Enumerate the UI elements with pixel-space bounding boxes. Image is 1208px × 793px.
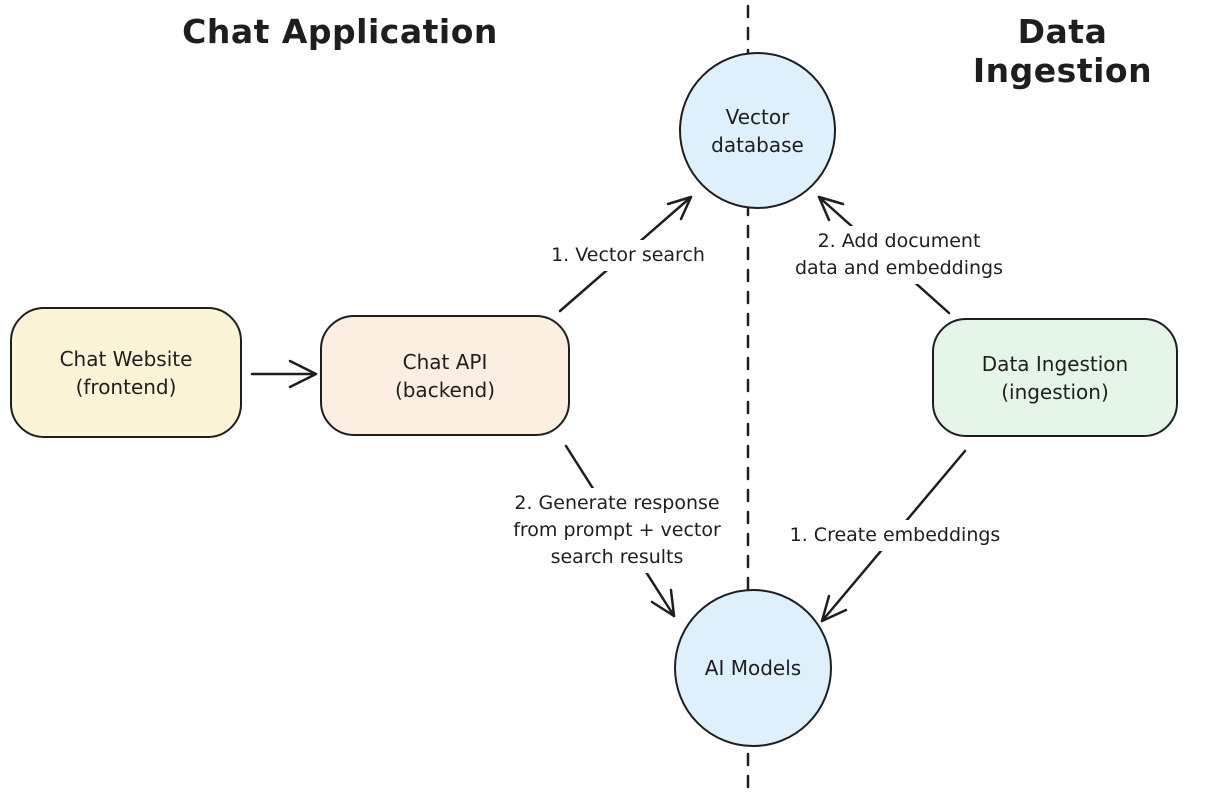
- node-chat-api: Chat API (backend): [320, 315, 570, 436]
- node-data-ingestion: Data Ingestion (ingestion): [932, 318, 1178, 437]
- arrow-website-to-api: [250, 359, 318, 389]
- edge-label-generate-response: 2. Generate response from prompt + vecto…: [496, 488, 738, 573]
- node-ai-models: AI Models: [674, 589, 832, 747]
- node-chat-website: Chat Website (frontend): [10, 307, 242, 438]
- section-title-data-ingestion: Data Ingestion: [972, 12, 1153, 90]
- edge-label-vector-search: 1. Vector search: [534, 240, 722, 271]
- edge-label-add-document-data: 2. Add document data and embeddings: [788, 226, 1010, 284]
- section-title-chat-application: Chat Application: [182, 12, 498, 51]
- node-vector-database: Vector database: [679, 52, 836, 209]
- edge-label-create-embeddings: 1. Create embeddings: [783, 520, 1007, 551]
